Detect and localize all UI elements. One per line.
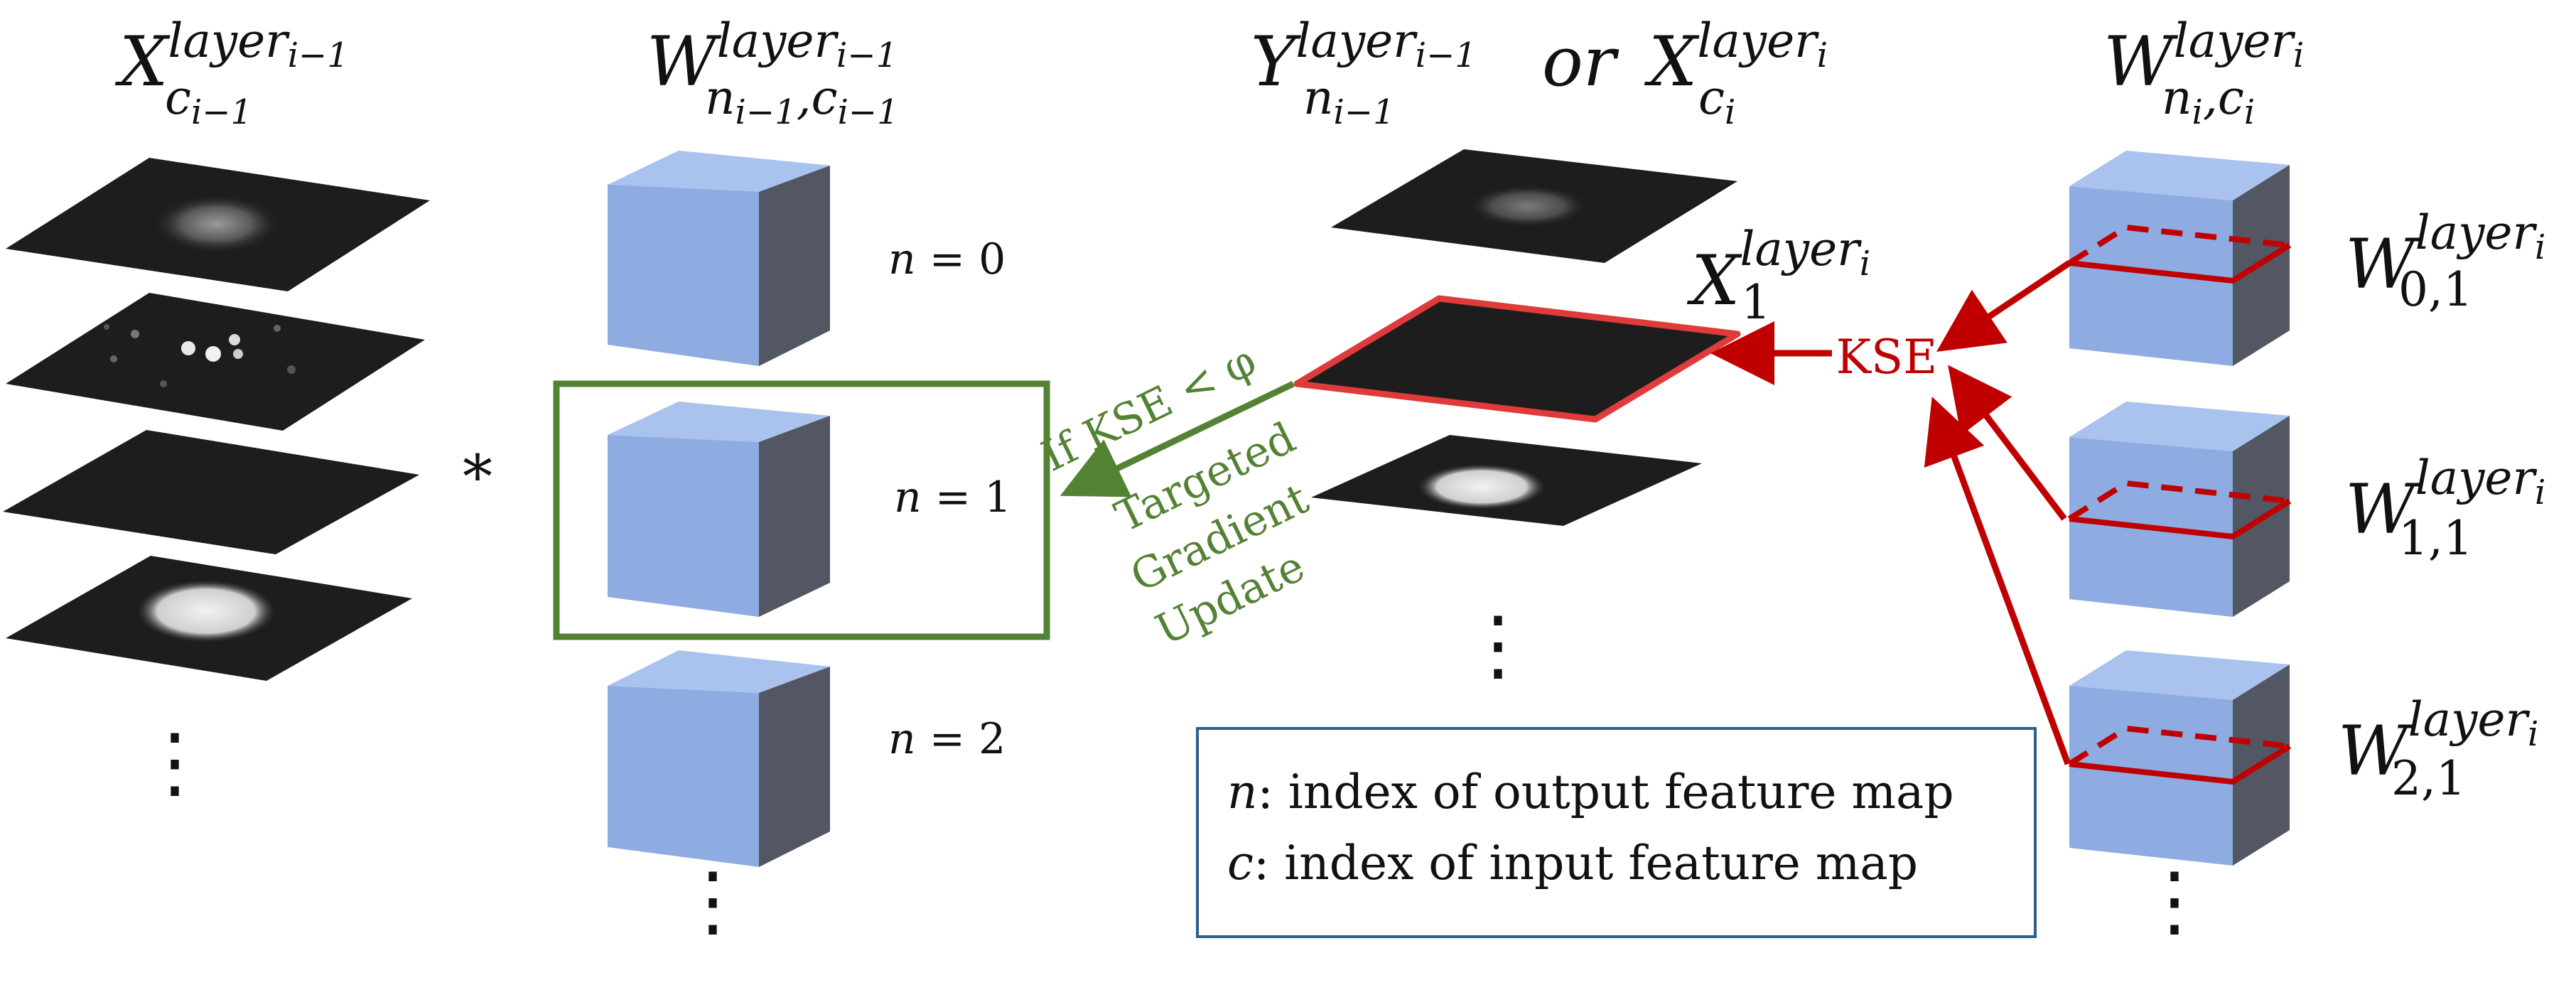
- arrow-targeted-gradient-update: [1060, 380, 1295, 497]
- legend-input-index: c: index of input feature map: [1227, 828, 2034, 899]
- header-output-feature-maps-sub: ni−1: [1303, 70, 1395, 132]
- ellipsis-prev-weights: ⋮: [674, 855, 752, 946]
- legend-output-index: n: index of output feature map: [1227, 757, 2034, 828]
- feature-map-input-3: [3, 430, 419, 554]
- n-label-0: n = 0: [888, 235, 1006, 284]
- header-input-feature-maps: Xlayeri−1: [114, 14, 349, 102]
- feature-map-input-4: [6, 556, 412, 681]
- selected-kernel-highlight: [553, 380, 1050, 640]
- weight-cube-curr-2: [2067, 650, 2292, 866]
- header-weights-prev-layer-sub: ni−1,ci−1: [705, 70, 899, 132]
- weight-label-0-1-sub: 0,1: [2398, 262, 2473, 317]
- kernel-slice-0-1: [2067, 224, 2292, 284]
- header-output-feature-maps: Ylayeri−1: [1251, 14, 1477, 102]
- input-feature-map-stack: [3, 158, 430, 681]
- n-label-2: n = 2: [888, 714, 1006, 764]
- n-label-1: n = 1: [894, 473, 1011, 522]
- header-weights-current-layer: Wlayeri: [2103, 14, 2304, 102]
- feature-map-output-3: [1311, 435, 1702, 526]
- header-or: or: [1542, 22, 1620, 102]
- feature-map-output-1: [1331, 149, 1737, 263]
- weight-cube-prev-n1: [608, 402, 830, 617]
- weight-cube-prev-n0: [608, 151, 830, 366]
- kernel-slice-1-1: [2067, 480, 2292, 540]
- legend-text-n: : index of output feature map: [1257, 765, 1954, 819]
- feature-map-input-1: [6, 158, 430, 291]
- ellipsis-output-maps: ⋮: [1459, 599, 1537, 690]
- feature-map-input-2: [6, 293, 425, 431]
- legend-text-c: : index of input feature map: [1253, 836, 1918, 890]
- weight-label-0-1: Wlayeri: [2345, 205, 2545, 304]
- kse-label: KSE: [1836, 330, 1938, 384]
- weight-cube-prev-n2: [608, 650, 830, 867]
- weight-cube-curr-0: [2067, 151, 2292, 366]
- weight-label-1-1-sub: 1,1: [2398, 511, 2473, 566]
- weight-label-2-1-sub: 2,1: [2391, 751, 2466, 806]
- weight-cube-curr-1: [2067, 402, 2292, 617]
- arrow-slice0-to-kse: [1936, 260, 2071, 352]
- output-feature-map-stack: [1293, 149, 1741, 526]
- header-next-input-feature-maps-sub: ci: [1698, 70, 1735, 132]
- convolution-operator: *: [463, 442, 492, 512]
- legend-box: n: index of output feature map c: index …: [1196, 727, 2037, 938]
- legend-symbol-n: n: [1227, 765, 1258, 819]
- kernel-slice-2-1: [2067, 725, 2292, 785]
- legend-symbol-c: c: [1227, 836, 1254, 890]
- header-weights-current-layer-sub: ni,ci: [2162, 70, 2255, 132]
- feature-map-output-selected: [1293, 295, 1741, 423]
- ellipsis-input-maps: ⋮: [136, 716, 214, 807]
- ellipsis-curr-weights: ⋮: [2135, 855, 2214, 946]
- arrow-slice2-to-kse: [1924, 397, 2071, 765]
- header-next-input-feature-maps: Xlayeri: [1644, 14, 1828, 102]
- header-input-feature-maps-sub: ci−1: [165, 70, 252, 132]
- header-weights-prev-layer: Wlayeri−1: [647, 14, 898, 102]
- weight-label-2-1: Wlayeri: [2338, 692, 2538, 791]
- x1-feature-map-label-sub: 1: [1741, 275, 1771, 330]
- x1-feature-map-label: Xlayeri: [1686, 222, 1870, 321]
- weight-label-1-1: Wlayeri: [2345, 451, 2545, 549]
